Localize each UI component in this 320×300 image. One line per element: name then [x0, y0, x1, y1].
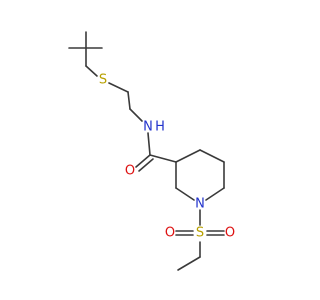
amide-nitrogen-label: N: [143, 120, 153, 135]
sulfonyl-oxygen-right-label: O: [225, 226, 235, 241]
bond-c-o-double-a: [135, 154, 151, 168]
atom-label-layer: S N H O N S O O: [99, 73, 235, 241]
bond-ch2-ch2-b: [129, 108, 143, 122]
bond-ring-c4-c5: [199, 149, 225, 163]
bond-c-o-double-b: [138, 158, 154, 172]
bond-ch2-ch2: [127, 91, 131, 110]
bond-s-ch2: [108, 82, 129, 93]
bond-layer: [68, 31, 225, 271]
ring-nitrogen-label: N: [195, 197, 205, 212]
bond-ring-c6-n: [205, 187, 225, 201]
bond-carbonyl-ring: [149, 154, 177, 163]
bond-ring-n-c2: [175, 187, 195, 201]
bond-c-s-thioether: [85, 65, 98, 77]
molecule-structure-diagram: S N H O N S O O: [68, 31, 235, 271]
bond-ring-c3-c4: [175, 149, 201, 163]
carbonyl-oxygen-label: O: [125, 164, 135, 179]
bond-n-carbonyl: [147, 132, 151, 156]
thioether-sulfur-label: S: [99, 73, 107, 88]
amide-hydrogen-label: H: [155, 120, 165, 135]
sulfonyl-sulfur-label: S: [196, 226, 204, 241]
bond-ethyl-ch3: [177, 256, 201, 271]
sulfonyl-oxygen-left-label: O: [165, 226, 175, 241]
